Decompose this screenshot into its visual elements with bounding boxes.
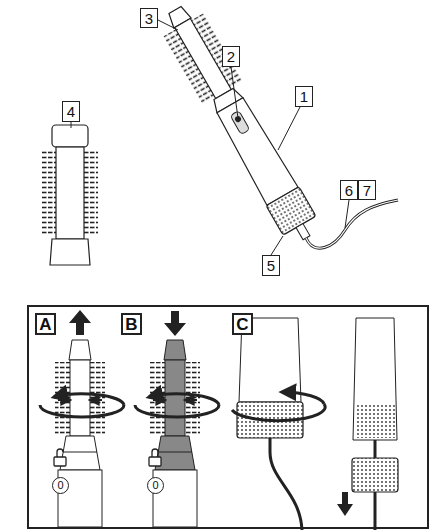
- step-label: B: [121, 313, 142, 335]
- switch: [230, 111, 250, 135]
- handle: [353, 318, 397, 440]
- rotation-arrow: [232, 404, 325, 421]
- handle: [214, 96, 298, 205]
- unlock-icon: [54, 457, 66, 466]
- callout-number: 2: [222, 46, 240, 67]
- attachment-core: [56, 147, 84, 239]
- down-arrow: [164, 311, 186, 336]
- callout-number: 6: [340, 180, 358, 200]
- step-b-attach: [135, 311, 219, 527]
- attachment-top: [52, 125, 88, 147]
- step-a-remove: [40, 310, 124, 527]
- leader-line: [231, 67, 238, 118]
- lock-icon: [149, 457, 161, 466]
- push-arrow: [58, 399, 70, 401]
- unlock-shackle: [57, 449, 63, 457]
- handle-vents: [355, 405, 395, 438]
- detached-grille: [352, 458, 398, 492]
- push-arrow: [153, 399, 165, 401]
- leader-line: [271, 236, 283, 255]
- leader-lines: [71, 20, 349, 255]
- push-arrow: [185, 399, 197, 401]
- callout-number: 5: [262, 255, 280, 276]
- push-arrow: [90, 399, 102, 401]
- leader-line: [278, 107, 300, 150]
- down-arrow: [337, 492, 353, 516]
- attachment-base: [50, 239, 90, 265]
- collar-ring: [158, 452, 192, 453]
- leader-line: [71, 122, 72, 128]
- rotation-arrow: [40, 405, 124, 417]
- lock-shackle: [152, 449, 158, 457]
- nozzle-tip: [164, 340, 186, 360]
- collar-ring: [63, 452, 97, 453]
- rotation-arrow: [135, 405, 219, 417]
- callout-number: 7: [358, 180, 376, 200]
- power-cord: [306, 200, 398, 248]
- rotation-arrow: [149, 394, 219, 405]
- up-arrow: [69, 310, 91, 335]
- panel-frame: [28, 306, 428, 528]
- brush-attachment: [42, 125, 98, 265]
- nozzle-tip: [69, 340, 91, 360]
- air-inlet-grille: [266, 187, 316, 235]
- setting-marker: 0: [147, 477, 164, 494]
- brush-core: [70, 360, 90, 436]
- callout-number: 4: [62, 101, 80, 122]
- leader-line: [345, 200, 349, 228]
- brush-core: [165, 360, 185, 436]
- hair-styler: [155, 0, 326, 249]
- callout-number: 1: [295, 86, 313, 107]
- power-cord: [270, 438, 302, 530]
- rotation-arrow: [54, 394, 124, 405]
- rotation-arrow: [282, 392, 324, 404]
- power-cord-highlight: [306, 200, 398, 248]
- leader-line: [158, 20, 178, 30]
- step-label: C: [232, 313, 253, 335]
- step-label: A: [35, 313, 56, 335]
- step-c-grille: [232, 318, 398, 530]
- cord-guard: [296, 224, 310, 240]
- callout-number: 3: [140, 8, 158, 28]
- setting-marker: 0: [52, 477, 69, 494]
